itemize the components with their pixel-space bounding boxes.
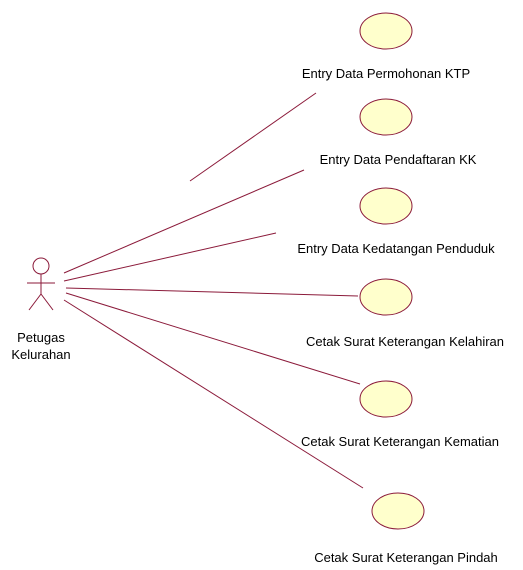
association-permohonan-ktp [189,92,317,182]
use-case-ellipse [359,98,413,136]
actor-head [32,257,50,275]
association-kelahiran [65,287,359,297]
use-case-label: Cetak Surat Keterangan Kematian [301,434,499,449]
use-case-ellipse [359,380,413,418]
actor-right-leg [40,293,54,311]
use-case-pindah[interactable]: Cetak Surat Keterangan Pindah [314,492,498,565]
actor-name-line2: Kelurahan [11,347,70,362]
use-case-pendaftaran-kk[interactable]: Entry Data Pendaftaran KK [320,98,477,167]
associations [63,92,364,489]
use-case-label: Entry Data Permohonan KTP [302,66,470,81]
actor-name-line1: Petugas [17,330,65,345]
association-pindah [63,299,364,489]
use-case-ellipse [359,12,413,50]
use-case-kelahiran[interactable]: Cetak Surat Keterangan Kelahiran [306,278,504,349]
use-case-ellipse [371,492,425,530]
use-case-label: Cetak Surat Keterangan Kelahiran [306,334,504,349]
actor-icon[interactable] [27,257,55,311]
use-case-kematian[interactable]: Cetak Surat Keterangan Kematian [301,380,499,449]
use-case-kedatangan-penduduk[interactable]: Entry Data Kedatangan Penduduk [297,187,495,256]
use-case-ellipse [359,278,413,316]
association-kematian [65,292,361,385]
actor-left-leg [28,293,42,311]
association-pendaftaran-kk [63,169,305,274]
use-case-label: Entry Data Kedatangan Penduduk [297,241,495,256]
use-case-ellipse [359,187,413,225]
association-kedatangan-penduduk [63,232,277,282]
use-case-permohonan-ktp[interactable]: Entry Data Permohonan KTP [302,12,470,81]
use-case-label: Cetak Surat Keterangan Pindah [314,550,498,565]
use-case-label: Entry Data Pendaftaran KK [320,152,477,167]
